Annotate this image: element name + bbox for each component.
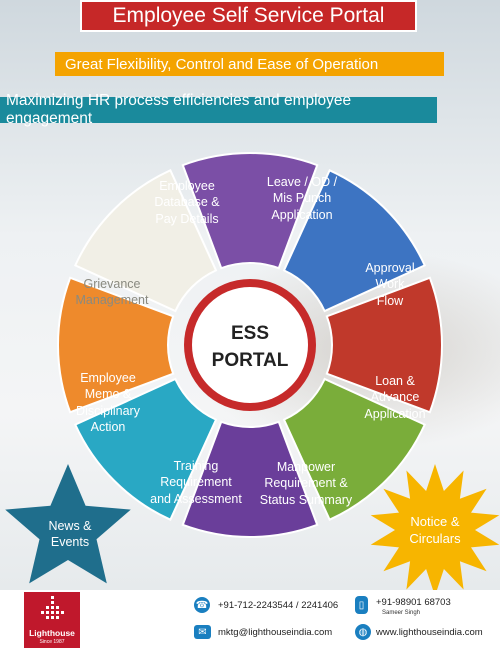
segment-loan-advance — [282, 377, 427, 522]
mobile-icon: ▯ — [355, 596, 368, 614]
segment-label-line: Application — [271, 207, 333, 222]
segment-label-line: Employee — [159, 179, 215, 193]
segment-employee-memo — [57, 276, 175, 414]
segment-label-line: Memo & — [84, 387, 132, 402]
notice-label: Notice & Circulars — [398, 514, 472, 548]
hub-label: ESS PORTAL — [202, 321, 298, 374]
phone-icon: ☎ — [194, 597, 210, 613]
email-address[interactable]: mktg@lighthouseindia.com — [218, 627, 333, 638]
segment-label-line: Advance — [370, 390, 420, 405]
segment-label-line: Status Summary — [259, 492, 353, 507]
email-icon: ✉ — [194, 625, 211, 639]
lighthouse-mark-icon — [41, 596, 64, 619]
segment-label-line: Employee — [80, 371, 136, 385]
segment-label-line: Requirement & — [264, 476, 348, 491]
globe-icon: ◍ — [355, 624, 371, 640]
segment-label-line: Work — [375, 277, 405, 292]
segment-label-line: Action — [90, 419, 126, 434]
hub-inner — [192, 287, 308, 403]
notice-burst — [370, 464, 500, 590]
page-title: Employee Self Service Portal — [80, 0, 417, 32]
segment-label-line: Database & — [154, 195, 220, 210]
notice-line-1: Notice & — [410, 514, 460, 529]
news-line-1: News & — [48, 519, 92, 533]
segment-label-line: Flow — [376, 293, 404, 308]
ess-wheel — [5, 152, 500, 590]
segment-approval-workflow — [325, 276, 443, 414]
segment-leave-od — [282, 168, 427, 313]
segment-label-line: Leave / OD / — [266, 175, 338, 189]
segment-label-line: Disciplinary — [76, 403, 140, 418]
segment-manpower — [181, 420, 319, 538]
segment-grievance — [73, 168, 218, 313]
news-line-2: Events — [50, 535, 90, 550]
segment-label-line: Pay Details — [155, 211, 219, 226]
segment-training — [73, 377, 218, 522]
segment-label-line: Loan & — [375, 374, 415, 388]
news-label: News & Events — [40, 518, 100, 551]
logo-name: Lighthouse — [29, 628, 75, 638]
phone-number: +91-712-2243544 / 2241406 — [218, 600, 339, 611]
segment-label-line: Application — [364, 406, 426, 421]
hub-line-1: ESS — [230, 323, 270, 344]
notice-line-2: Circulars — [409, 530, 461, 546]
segment-label-line: Approval — [365, 261, 415, 275]
tagline-efficiency: Maximizing HR process efficiencies and e… — [0, 92, 437, 127]
lighthouse-logo: Lighthouse Since 1987 — [24, 592, 80, 648]
news-star — [5, 464, 131, 584]
segment-label-line: Grievance — [83, 277, 141, 291]
segment-label-line: and Assessment — [150, 491, 242, 506]
website-link[interactable]: www.lighthouseindia.com — [376, 627, 483, 638]
mobile-number: +91-98901 68703 — [376, 597, 451, 608]
hub-line-2: PORTAL — [211, 349, 289, 371]
logo-since: Since 1987 — [39, 639, 65, 645]
tagline-flexibility: Great Flexibility, Control and Ease of O… — [55, 52, 444, 76]
segment-label-line: Training — [173, 459, 219, 473]
footer — [0, 590, 500, 648]
mobile-contact-name: Sameer Singh — [382, 610, 421, 616]
segment-label-line: Requirement — [160, 475, 232, 490]
segment-label-line: Management — [75, 293, 149, 308]
segment-label-line: Mis Punch — [272, 191, 332, 206]
segment-label-line: Manpower — [276, 460, 336, 474]
segment-employee-database — [181, 152, 319, 270]
